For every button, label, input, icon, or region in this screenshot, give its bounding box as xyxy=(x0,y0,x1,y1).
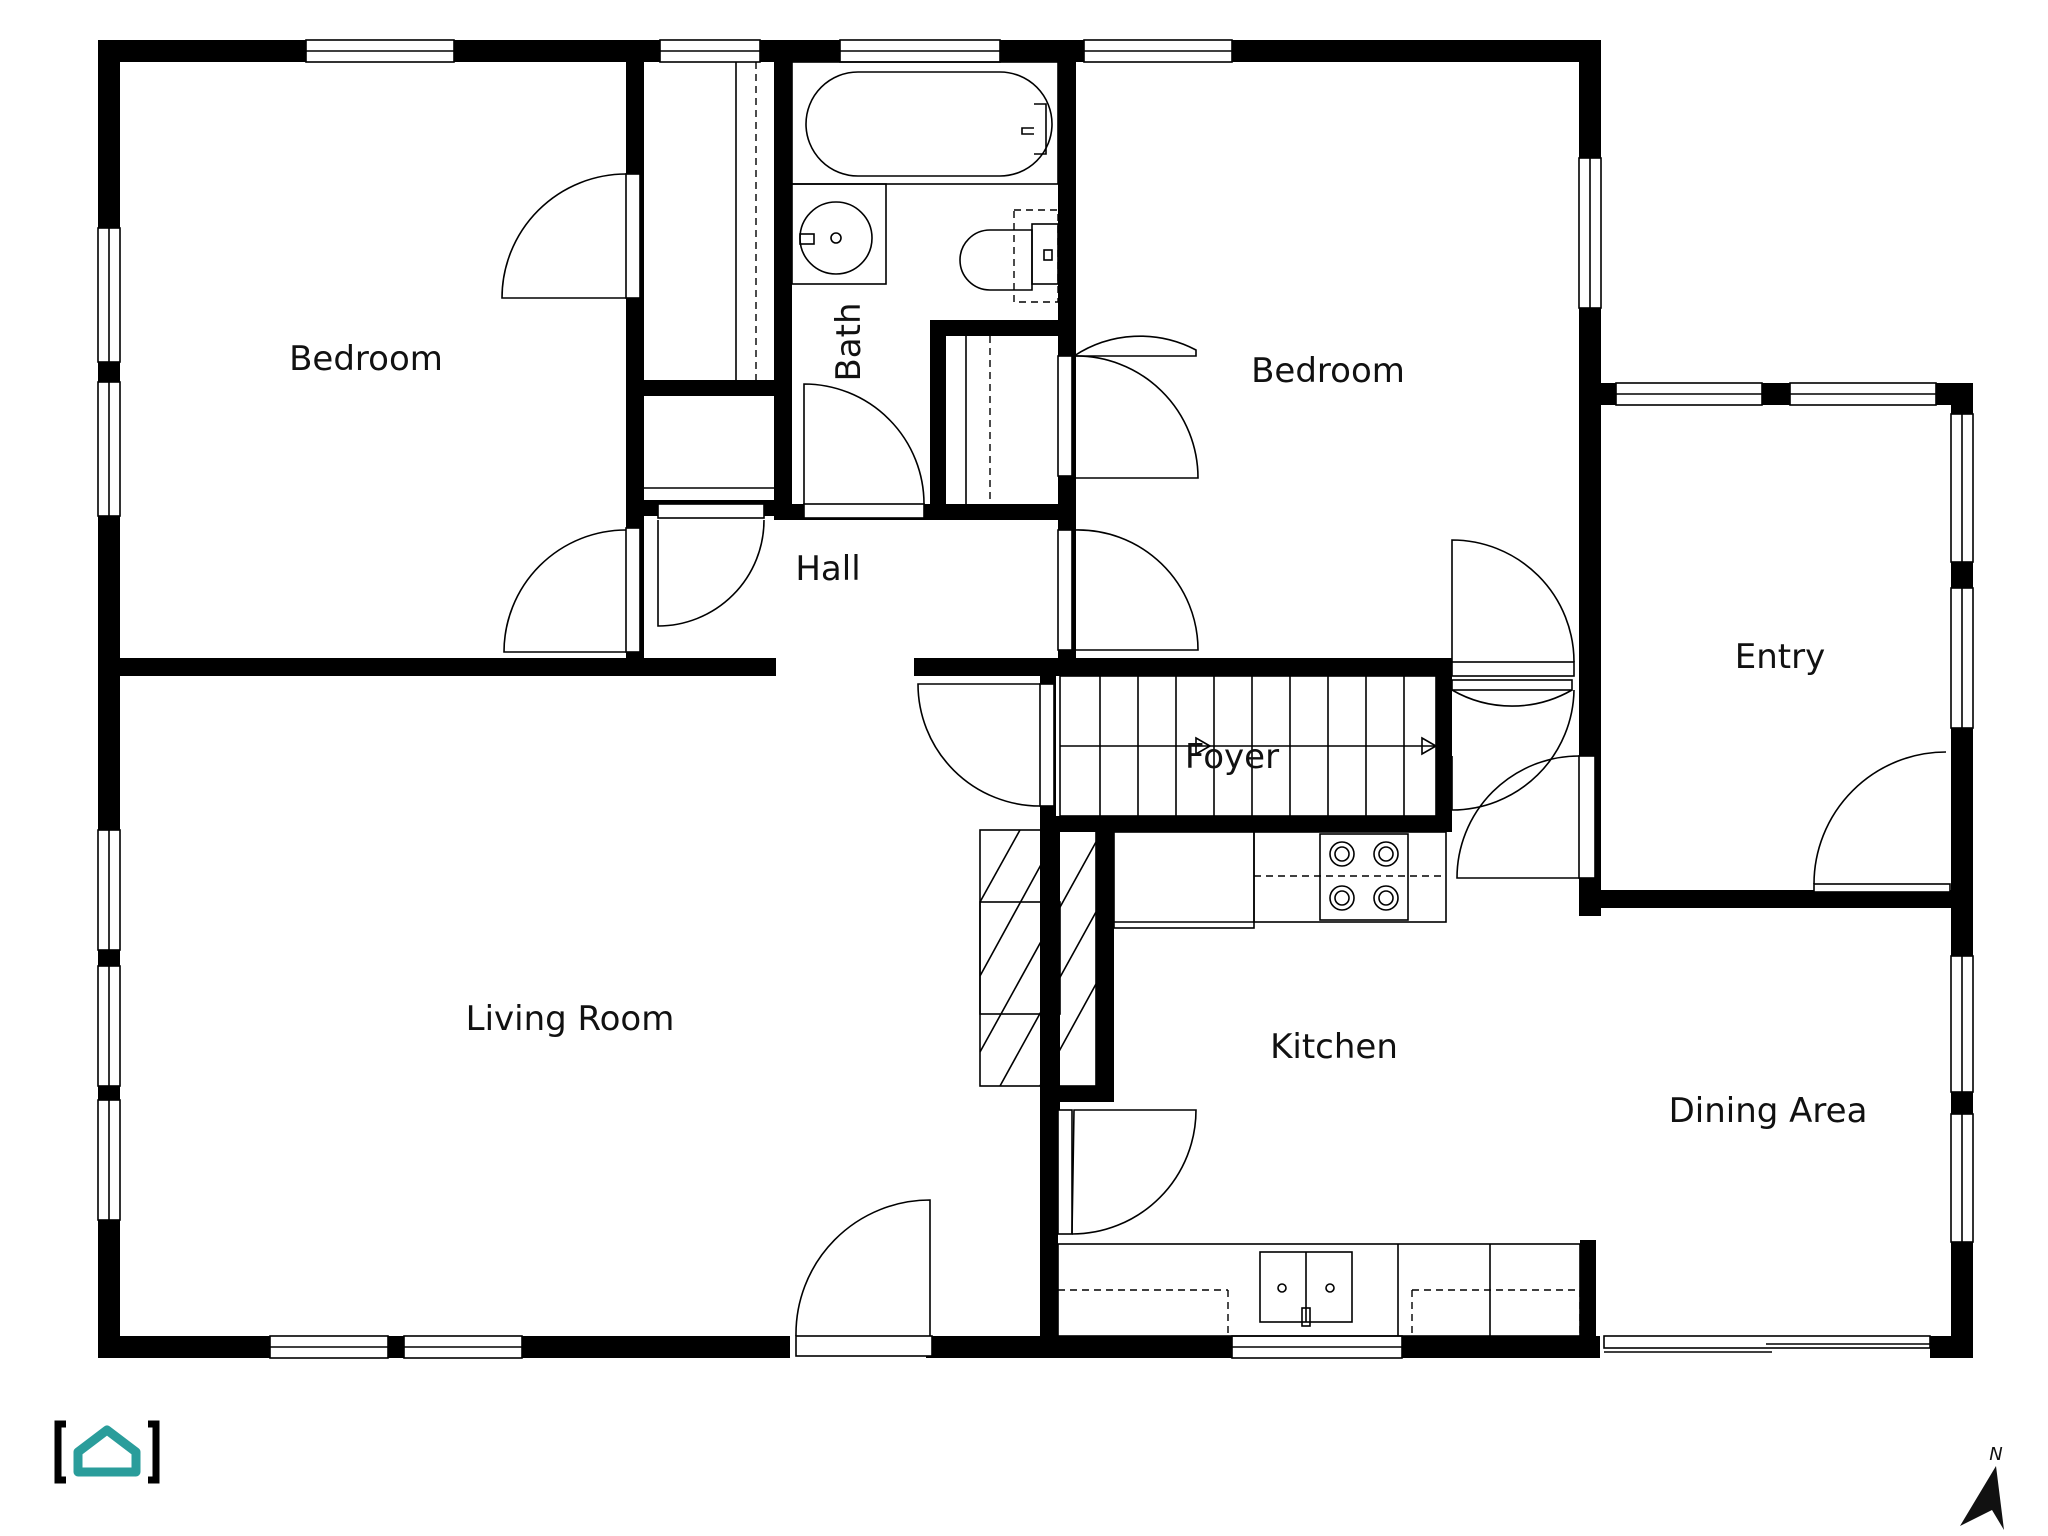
compass-label: N xyxy=(1989,1444,2002,1465)
stair-arrow-icon xyxy=(1421,736,1438,756)
room-label-foyer: Foyer xyxy=(1185,737,1279,777)
room-label-bedroom-east: Bedroom xyxy=(1251,351,1405,391)
doors xyxy=(501,173,1951,1357)
fireplace xyxy=(979,829,1097,1087)
room-labels: Bedroom Bedroom Bath Hall Living Room Fo… xyxy=(289,302,1867,1131)
room-label-dining-area: Dining Area xyxy=(1669,1091,1868,1131)
bath-fixtures xyxy=(791,61,1059,303)
openings xyxy=(776,657,1930,1359)
room-label-kitchen: Kitchen xyxy=(1270,1027,1398,1067)
house-bracket-logo-icon xyxy=(54,1420,160,1484)
stair-arrow-icon xyxy=(1195,736,1212,756)
room-label-bath: Bath xyxy=(829,302,869,381)
walls xyxy=(98,40,1973,1358)
closets xyxy=(644,62,991,504)
windows xyxy=(97,39,1974,1359)
room-label-entry: Entry xyxy=(1735,637,1825,677)
room-label-living-room: Living Room xyxy=(466,999,675,1039)
room-label-bedroom-west: Bedroom xyxy=(289,339,443,379)
room-label-hall: Hall xyxy=(795,549,860,589)
north-arrow-icon: N xyxy=(1960,1444,2004,1530)
kitchen-fixtures xyxy=(1057,831,1581,1337)
faucet-icon xyxy=(1021,103,1047,155)
stairs xyxy=(1059,675,1438,817)
